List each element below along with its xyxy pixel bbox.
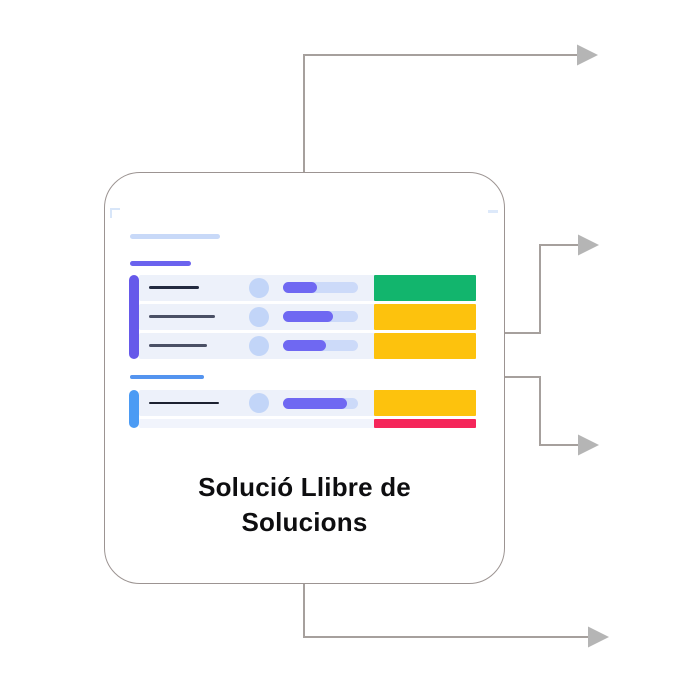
mock-sheet [129, 234, 476, 428]
arrow-line [303, 583, 588, 638]
sheet-row [139, 390, 476, 416]
arrow-line [504, 244, 578, 334]
group-1-label-bar [130, 261, 191, 266]
arrowhead-icon [588, 626, 609, 648]
solution-card: Solució Llibre de Solucions [104, 172, 505, 584]
sheet-row [139, 274, 476, 301]
arrowhead-icon [578, 234, 599, 256]
card-title-line2: Solucions [241, 507, 368, 537]
status-cell-red [374, 419, 476, 428]
text-line-placeholder [149, 344, 207, 347]
progress-track [283, 311, 358, 322]
group-2-label-bar [130, 374, 204, 379]
card-title-line1: Solució Llibre de [198, 472, 411, 502]
group-1 [129, 274, 476, 359]
arrow-line [303, 54, 577, 173]
avatar-circle [249, 335, 269, 356]
status-cell-yellow [374, 332, 476, 359]
row-body [139, 419, 374, 428]
arrow-top-right [303, 44, 598, 173]
row-body [139, 274, 374, 301]
progress-track [283, 397, 358, 409]
status-cell-yellow [374, 303, 476, 330]
avatar-circle [249, 277, 269, 298]
status-cell-green [374, 274, 476, 301]
arrowhead-icon [578, 434, 599, 456]
progress-fill [283, 311, 333, 322]
sheet-row [139, 332, 476, 359]
sheet-corner-mark [110, 208, 120, 218]
avatar-circle [249, 393, 269, 413]
row-body [139, 332, 374, 359]
card-title: Solució Llibre de Solucions [105, 470, 504, 540]
group-1-rows [139, 274, 476, 359]
progress-track [283, 340, 358, 351]
group-1-accent-bar [129, 274, 139, 359]
group-2 [129, 390, 476, 428]
group-2-rows [139, 390, 476, 428]
progress-fill [283, 397, 347, 409]
arrow-right-lower [504, 376, 599, 456]
status-cell-yellow [374, 390, 476, 416]
arrowhead-icon [577, 44, 598, 66]
row-body [139, 390, 374, 416]
arrow-line [504, 376, 578, 446]
sheet-row [139, 303, 476, 330]
group-2-accent-bar [129, 390, 139, 428]
sheet-header-bar [130, 234, 220, 239]
text-line-placeholder [149, 401, 219, 404]
text-line-placeholder [149, 286, 199, 289]
sheet-edge-mark [488, 210, 498, 213]
progress-track [283, 282, 358, 293]
arrow-right-upper [504, 234, 599, 334]
text-line-placeholder [149, 315, 215, 318]
progress-fill [283, 282, 317, 293]
progress-fill [283, 340, 326, 351]
sheet-row [139, 419, 476, 428]
avatar-circle [249, 306, 269, 327]
arrow-bottom-right [303, 583, 609, 648]
row-body [139, 303, 374, 330]
